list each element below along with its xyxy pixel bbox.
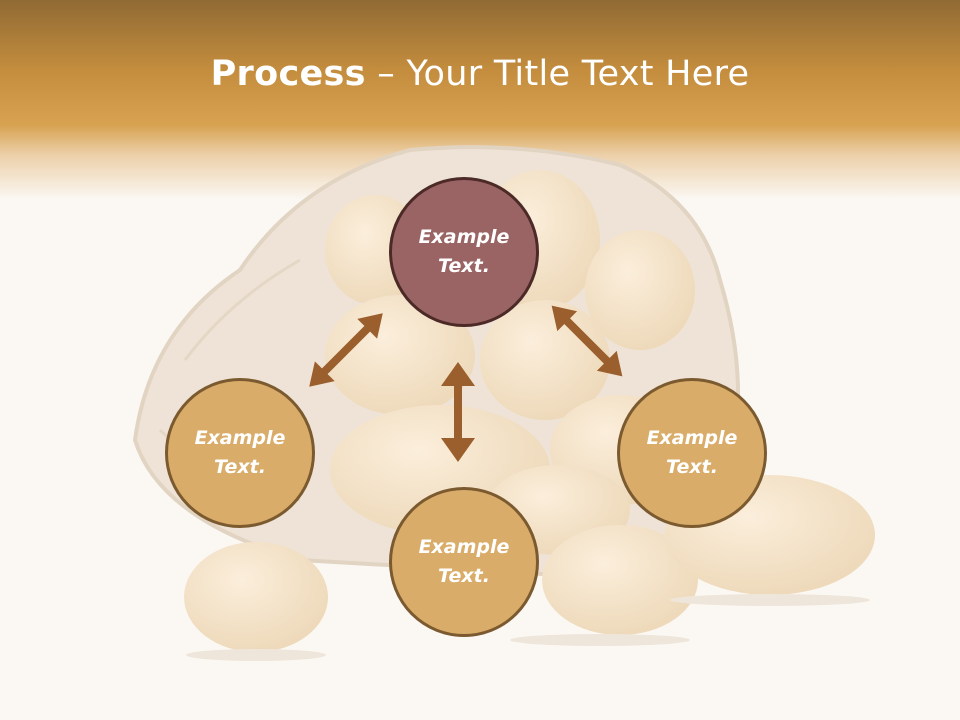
title-rest: – Your Title Text Here <box>365 54 750 94</box>
circle-bottom: Example Text. <box>389 487 539 637</box>
circle-right: Example Text. <box>617 378 767 528</box>
circle-top-line2: Text. <box>438 255 490 277</box>
title-bold: Process <box>210 54 366 94</box>
circle-left-line1: Example <box>194 427 286 449</box>
circle-bottom-line2: Text. <box>438 565 490 587</box>
slide-title: Process – Your Title Text Here <box>0 54 960 94</box>
circle-left-line2: Text. <box>214 456 266 478</box>
circle-top-line1: Example <box>418 226 510 248</box>
circle-bottom-line1: Example <box>418 536 510 558</box>
circle-right-line2: Text. <box>666 456 718 478</box>
circle-right-line1: Example <box>646 427 738 449</box>
circle-top: Example Text. <box>389 177 539 327</box>
circle-left: Example Text. <box>165 378 315 528</box>
